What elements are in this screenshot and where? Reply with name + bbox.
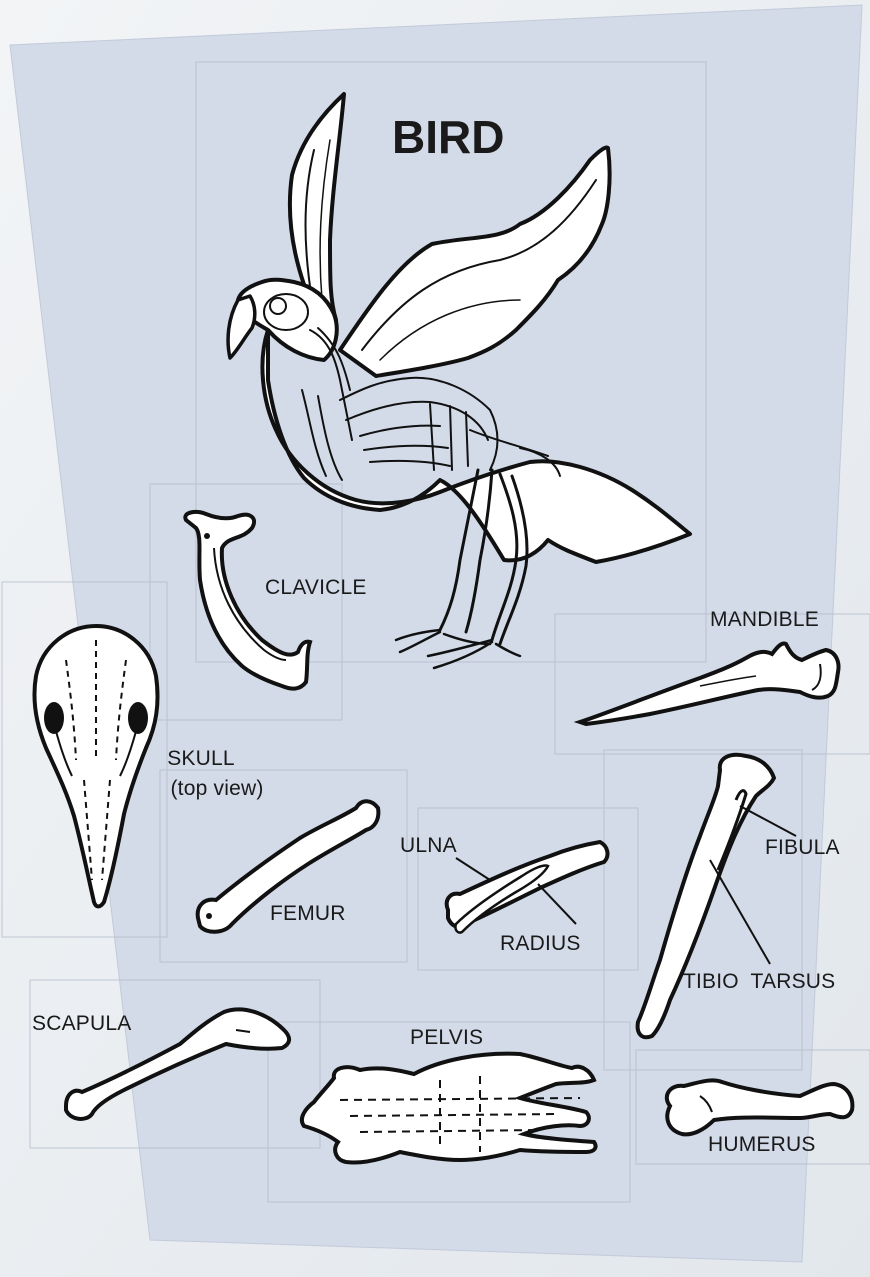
label-skull-name: SKULL bbox=[150, 747, 284, 771]
label-tibio-tarsus: TIBIO TARSUS bbox=[683, 970, 835, 994]
label-pelvis: PELVIS bbox=[410, 1026, 483, 1050]
label-clavicle: CLAVICLE bbox=[265, 576, 367, 600]
label-fibula: FIBULA bbox=[765, 836, 840, 860]
label-ulna: ULNA bbox=[400, 834, 457, 858]
label-radius: RADIUS bbox=[500, 932, 581, 956]
diagram-title: BIRD bbox=[392, 110, 504, 164]
label-humerus: HUMERUS bbox=[708, 1133, 816, 1157]
pelvis-bone bbox=[302, 1054, 596, 1163]
label-mandible: MANDIBLE bbox=[710, 608, 819, 632]
label-femur: FEMUR bbox=[270, 902, 346, 926]
label-skull-view: (top view) bbox=[150, 777, 284, 801]
label-skull: SKULL (top view) bbox=[150, 747, 284, 801]
label-scapula: SCAPULA bbox=[32, 1012, 131, 1036]
